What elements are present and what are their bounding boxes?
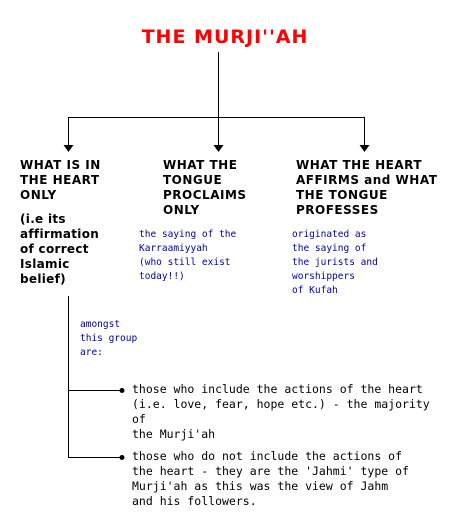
arrowhead-2 xyxy=(213,145,224,152)
branch-detail-heart-only: (i.e its affirmation of correct Islamic … xyxy=(20,212,100,286)
bullet-dot-1 xyxy=(119,388,125,393)
branch-detail-tongue-only: the saying of the Karraamiyyah (who stil… xyxy=(139,229,237,282)
branch-heading-heart-and-tongue: WHAT THE HEART AFFIRMS and WHAT THE TONG… xyxy=(296,158,438,217)
group-item-2: those who do not include the actions of … xyxy=(132,449,409,508)
bullet-dot-2 xyxy=(119,455,125,460)
group-note: amongst this group are: xyxy=(80,319,138,358)
branch-heading-heart-only: WHAT IS IN THE HEART ONLY xyxy=(20,158,101,202)
branch-detail-heart-and-tongue: originated as the saying of the jurists … xyxy=(292,229,378,296)
arrowhead-1 xyxy=(63,145,74,152)
arrowhead-3 xyxy=(359,145,370,152)
group-item-1: those who include the actions of the hea… xyxy=(132,382,430,441)
branch-heading-tongue-only: WHAT THE TONGUE PROCLAIMS ONLY xyxy=(163,158,247,217)
diagram-title: THE MURJI''AH xyxy=(141,26,309,48)
